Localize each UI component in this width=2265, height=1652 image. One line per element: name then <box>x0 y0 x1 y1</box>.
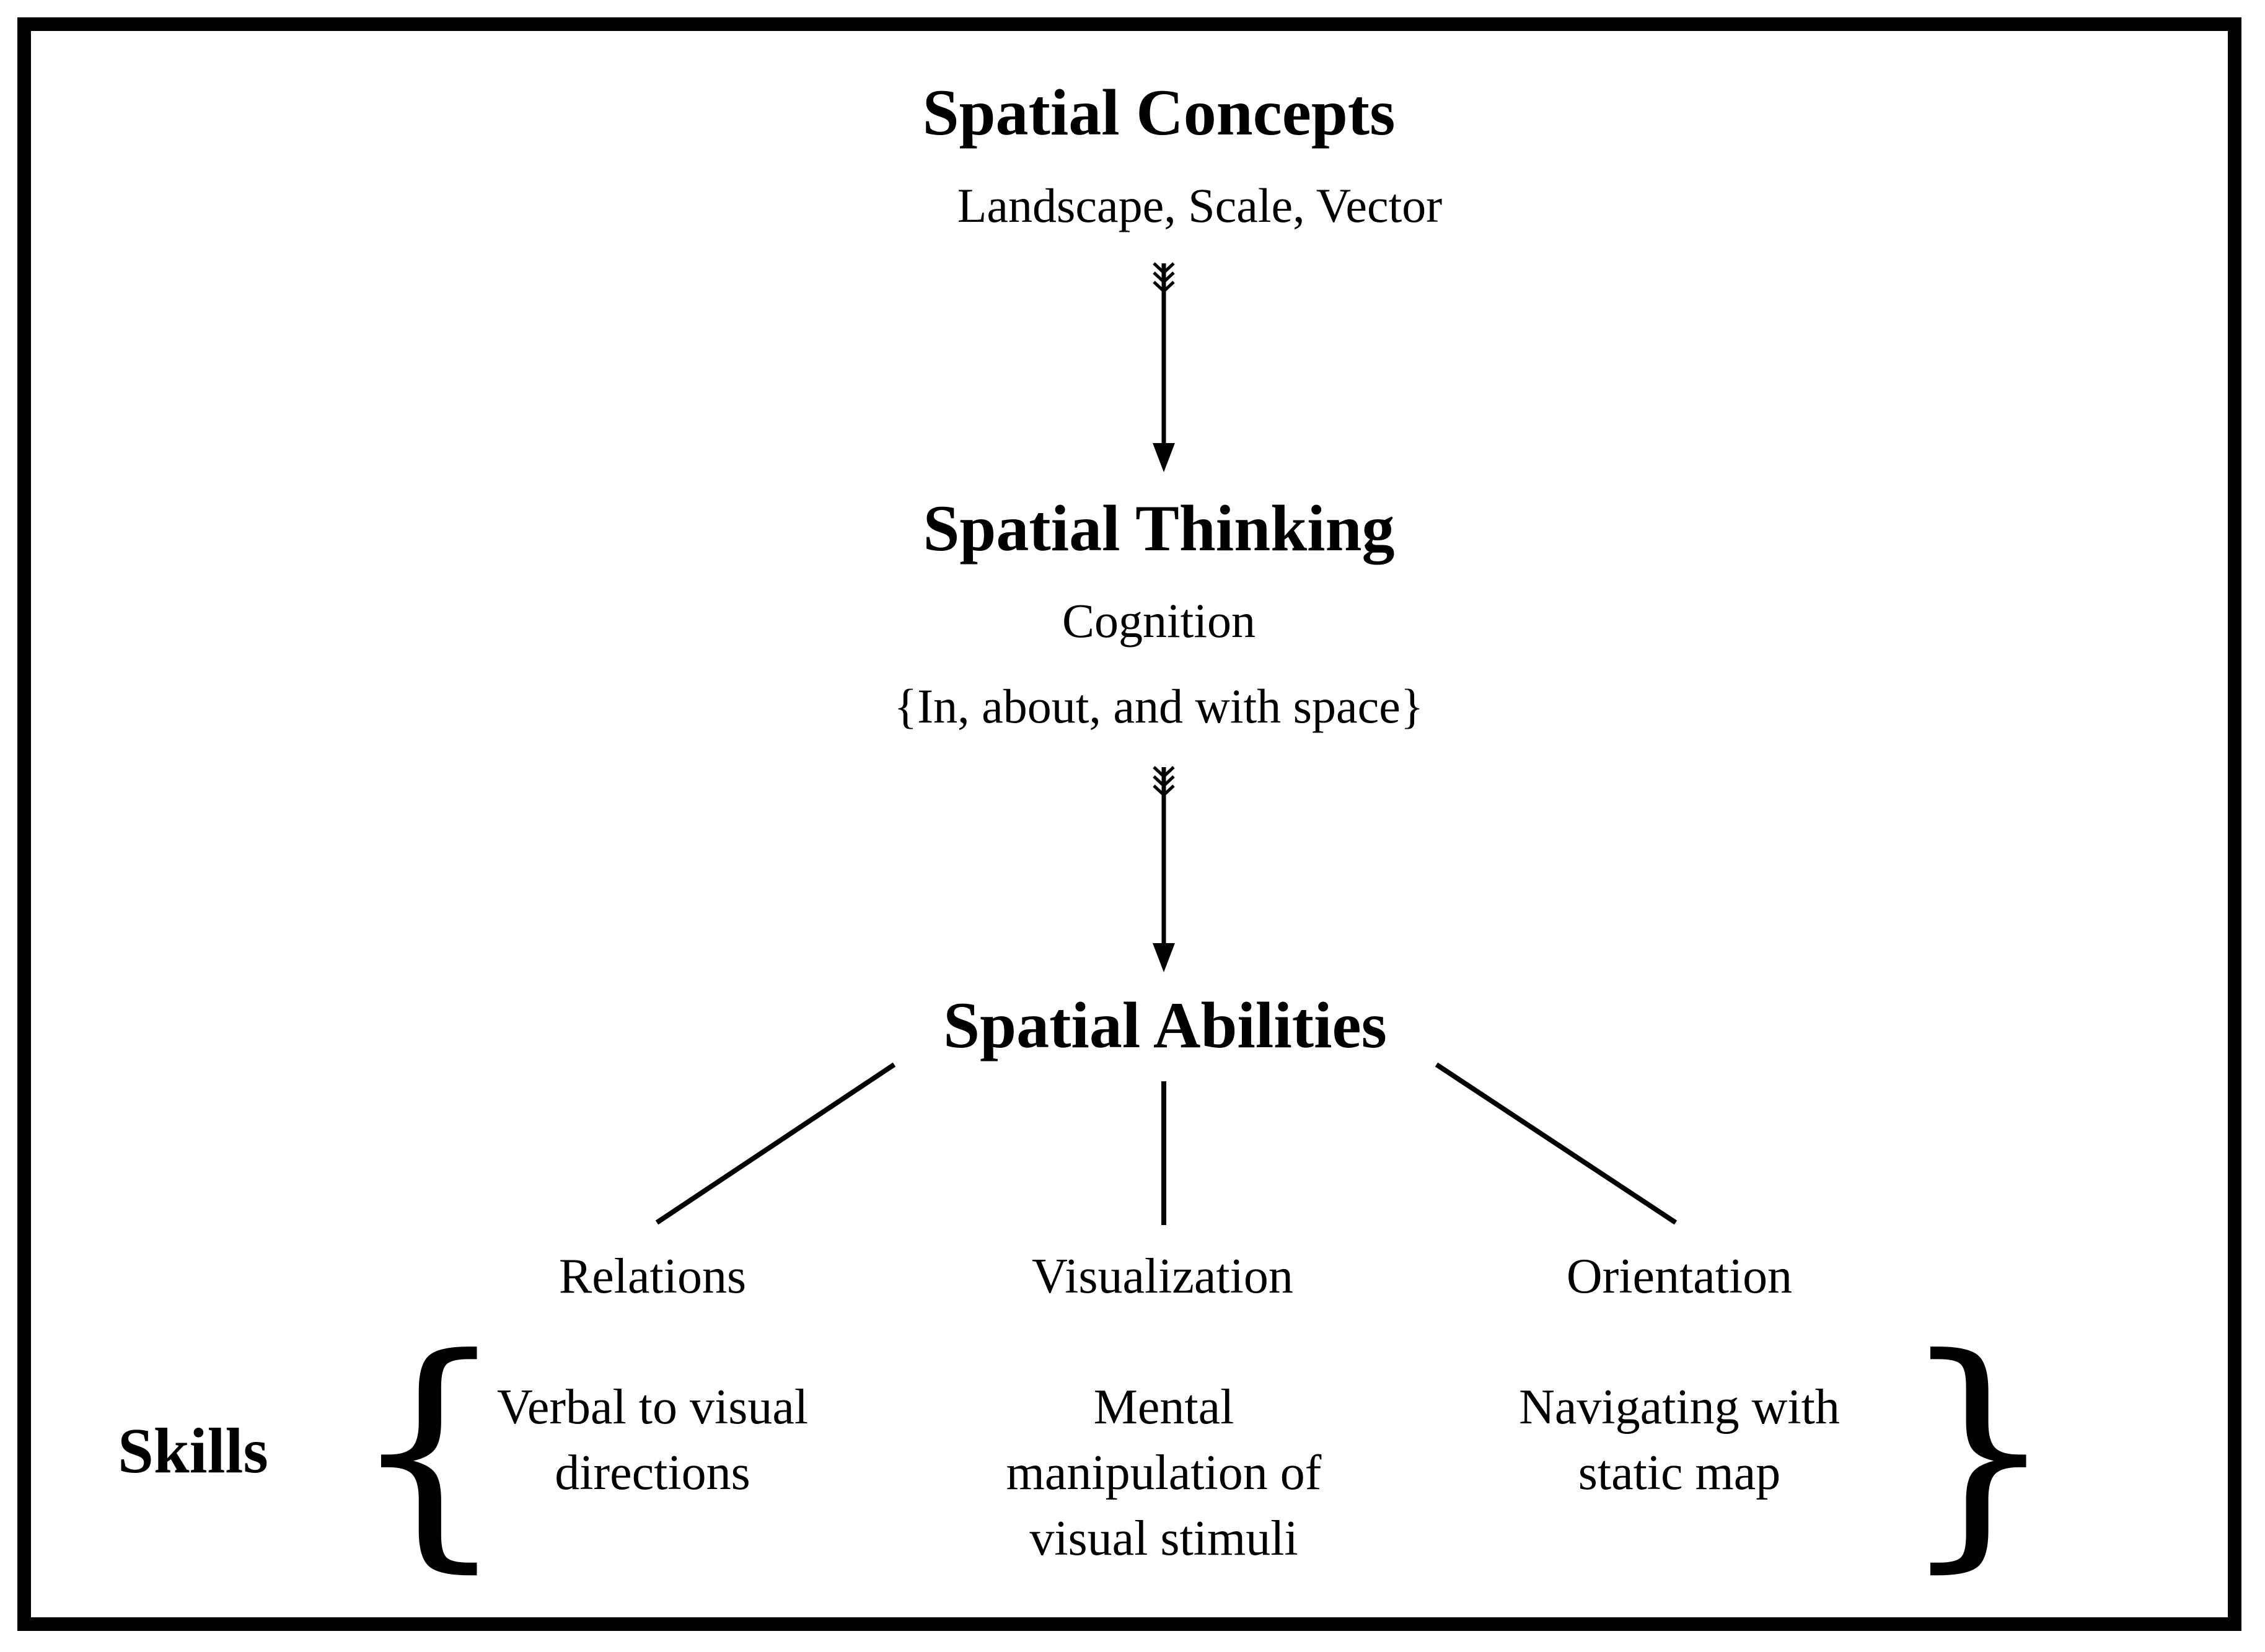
arrow-thinking-to-abilities <box>1153 766 1175 972</box>
skill-visualization: Mental manipulation of visual stimuli <box>1006 1374 1322 1571</box>
left-brace-icon: { <box>350 1306 508 1594</box>
abilities-title: Spatial Abilities <box>943 989 1387 1061</box>
skills-label: Skills <box>118 1415 268 1487</box>
branch-visualization: Visualization <box>1032 1249 1293 1304</box>
skill-relations-line: Verbal to visual <box>496 1380 809 1435</box>
concepts-subtitle: Landscape, Scale, Vector <box>957 178 1443 232</box>
thinking-title: Spatial Thinking <box>923 492 1395 565</box>
diagram-frame <box>17 17 2241 1631</box>
branch-relations: Relations <box>558 1249 747 1304</box>
branch-orientation: Orientation <box>1566 1249 1793 1304</box>
skill-relations-line: directions <box>555 1446 750 1500</box>
skill-orientation-line: Navigating with <box>1519 1380 1840 1435</box>
skill-visualization-line: manipulation of <box>1006 1446 1322 1500</box>
skill-visualization-line: visual stimuli <box>1029 1511 1298 1566</box>
thinking-cognition: Cognition <box>1062 594 1256 648</box>
branch-line-orientation <box>1435 1062 1678 1225</box>
skill-visualization-line: Mental <box>1093 1380 1234 1435</box>
concepts-title: Spatial Concepts <box>922 76 1396 149</box>
thinking-scope: {In, about, and with space} <box>894 679 1424 733</box>
branch-line-relations <box>655 1062 896 1225</box>
skill-orientation: Navigating with static map <box>1519 1374 1840 1506</box>
skill-orientation-line: static map <box>1578 1446 1781 1500</box>
right-brace-icon: } <box>1899 1306 2057 1594</box>
skill-relations: Verbal to visual directions <box>497 1374 808 1506</box>
arrow-concepts-to-thinking <box>1153 262 1175 472</box>
